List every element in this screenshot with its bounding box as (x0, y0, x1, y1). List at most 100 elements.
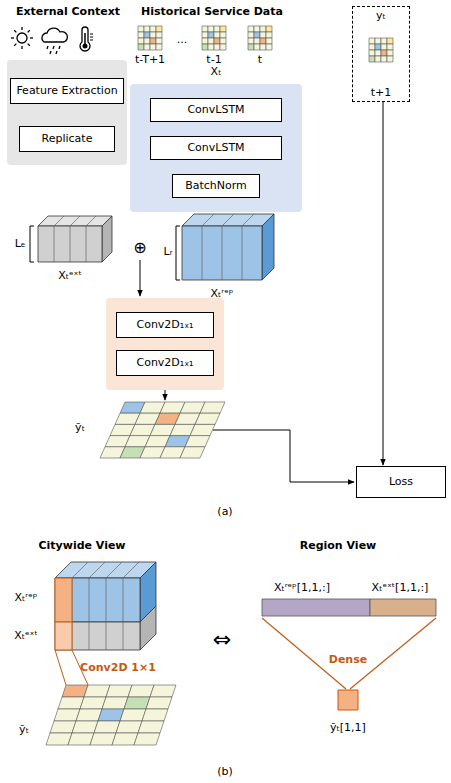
grid-cell (202, 44, 208, 50)
grid-cell (220, 44, 226, 50)
text-label: Lᵣ (164, 245, 173, 258)
process-box: ConvLSTM (150, 136, 282, 160)
cube-division (123, 562, 139, 578)
grid-cell (369, 38, 375, 44)
grid-cell (369, 50, 375, 56)
text-label: Xₜʳᵉᵖ (15, 591, 38, 604)
grid-cell (381, 44, 387, 50)
grid-cell (144, 32, 150, 38)
tensor-cube (38, 216, 112, 262)
text-label: ỹₜ (19, 723, 29, 736)
grid-cell (202, 26, 208, 32)
rain-icon (42, 28, 67, 54)
grid-cell (248, 38, 254, 44)
text-label: Xₜʳᵉᵖ[1,1,:] (274, 581, 330, 594)
grid-cell (260, 26, 266, 32)
sun-ray (14, 44, 16, 46)
grid-cell (375, 38, 381, 44)
text-label: Xₜʳᵉᵖ (211, 287, 234, 300)
grid-cell (54, 709, 80, 721)
node-text: Replicate (42, 132, 93, 145)
grid-cell (387, 44, 393, 50)
grid-cell (112, 733, 138, 745)
process-box: ConvLSTM (150, 98, 282, 122)
cube-division (202, 226, 203, 280)
cube-top (38, 216, 112, 226)
grid-cell (94, 721, 120, 733)
grid-cell (116, 721, 142, 733)
text-label: ỹₜ[1,1] (330, 721, 366, 734)
mercury (84, 33, 86, 44)
loss-box: Loss (356, 466, 446, 498)
rain-drop (50, 51, 51, 54)
text-label: Lₑ (15, 237, 26, 250)
grid-cell (202, 32, 208, 38)
grid-cell (208, 44, 214, 50)
grid-cell (90, 733, 116, 745)
grid-cell (138, 721, 164, 733)
node-text: Conv2D₁ₓ₁ (136, 356, 193, 369)
grid-cell (150, 38, 156, 44)
grid-cell (80, 697, 106, 709)
flow-arrow (383, 102, 384, 465)
grid-cell (138, 32, 144, 38)
cube-division (242, 226, 243, 280)
grid-cell (138, 44, 144, 50)
projection-line (55, 650, 66, 685)
tick (90, 37, 93, 38)
process-box: Conv2D₁ₓ₁ (116, 312, 214, 338)
cube-side (262, 214, 274, 280)
grid-cell (260, 44, 266, 50)
encoder-panel: ConvLSTM ConvLSTM BatchNorm (130, 84, 302, 212)
grid-cell (266, 44, 272, 50)
grid-cell (254, 44, 260, 50)
grid-cell (138, 38, 144, 44)
highlight-column (55, 622, 72, 650)
cube-division (54, 216, 64, 226)
grid-cell (142, 709, 168, 721)
text-label: Dense (329, 653, 367, 666)
grid-cell (156, 44, 162, 50)
process-box: Replicate (19, 126, 115, 152)
grid-cell (260, 38, 266, 44)
grid-cell (156, 38, 162, 44)
text-label: Xₜᵉˣᵗ[1,1,:] (372, 581, 429, 594)
grid-cell (146, 697, 172, 709)
grid-cell (68, 733, 94, 745)
sun-icon (11, 27, 33, 49)
cube-division (106, 578, 107, 650)
grid-cell (260, 32, 266, 38)
grid-cell (208, 38, 214, 44)
grid-cell (124, 697, 150, 709)
grid-cell (381, 56, 387, 62)
grid-cell (381, 38, 387, 44)
sun-ray (11, 37, 14, 38)
cube-division (106, 562, 122, 578)
node-text: BatchNorm (185, 179, 247, 192)
bracket (30, 226, 34, 262)
node-text: Feature Extraction (16, 84, 117, 97)
text-label: ⇔ (213, 627, 231, 653)
grid-cell (214, 32, 220, 38)
cube-division (72, 562, 88, 578)
text-label: t-T+1 (135, 53, 165, 66)
grid-cell (266, 32, 272, 38)
grid-cell (138, 26, 144, 32)
grid-cell (387, 50, 393, 56)
grid-map (202, 26, 226, 50)
grid-cell (214, 38, 220, 44)
grid-cell (254, 26, 260, 32)
process-box: BatchNorm (172, 174, 260, 198)
cube-division (123, 578, 124, 650)
grid-cell (375, 50, 381, 56)
node-text: Conv2D₁ₓ₁ (136, 318, 193, 331)
grid-cell (102, 697, 128, 709)
grid-cell (150, 44, 156, 50)
grid-cell (62, 685, 88, 697)
grid-cell (156, 32, 162, 38)
grid-cell (144, 26, 150, 32)
grid-cell (98, 709, 124, 721)
cube-division (54, 226, 55, 262)
cube-side (102, 216, 112, 262)
grid-cell (150, 685, 176, 697)
